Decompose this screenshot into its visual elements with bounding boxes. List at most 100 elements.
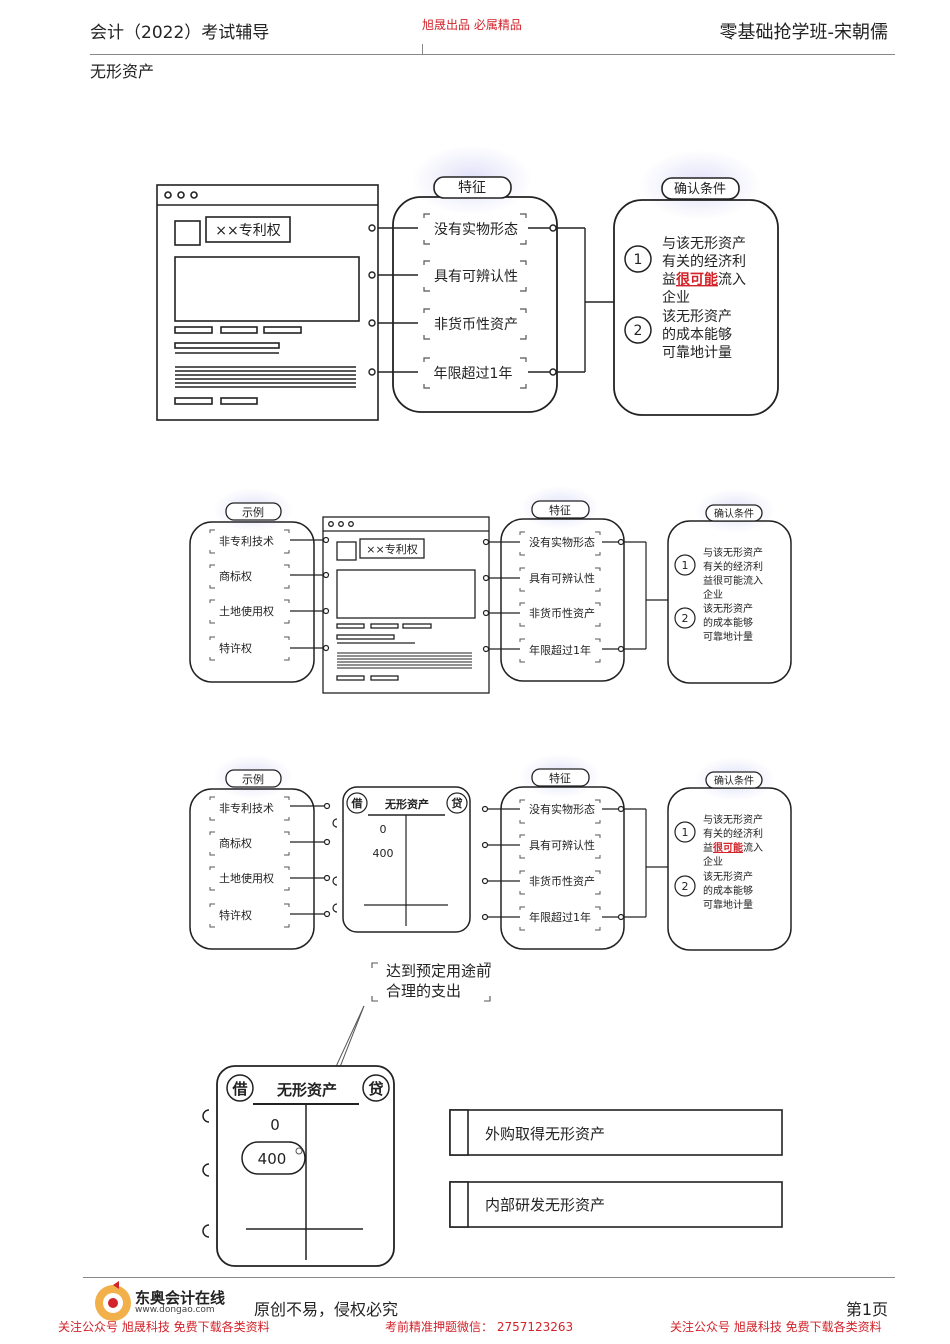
confirm-1-line: 与该无形资产 [703,813,763,826]
footer-promo-center: 考前精准押题微信： 2757123263 [385,1320,574,1334]
feature-to-confirm-connector [528,224,614,376]
number-1-badge [674,821,696,843]
doc-title: ××专利权 [366,542,417,556]
header-course-title: 会计（2022）考试辅导 [90,23,270,43]
feature-item: 年限超过1年 [529,910,591,924]
feature-tab-label: 特征 [549,503,571,517]
feature-item: 年限超过1年 [434,366,513,382]
example-item: 特许权 [219,908,252,922]
feature-item: 具有可辨认性 [529,571,595,585]
header-slogan: 旭晟出品 必属精品 [422,18,522,32]
feature-to-confirm-connector [602,538,668,653]
doc-title: ××专利权 [215,223,280,239]
page-subtitle: 无形资产 [90,62,155,81]
example-to-ledger-connectors [290,802,331,918]
example-item: 非专利技术 [219,534,274,548]
doc-to-feature-connectors [482,538,520,653]
confirm-1-highlight: 很可能 [676,271,718,288]
confirm-tab [705,771,763,789]
feature-item: 年限超过1年 [529,643,591,657]
confirm-2-line: 的成本能够 [703,616,753,629]
example-item: 土地使用权 [219,605,274,618]
confirm-tab-label: 确认条件 [714,774,754,787]
t-value: 0 [380,823,387,836]
t-account-large [202,1065,395,1267]
option-label: 内部研发无形资产 [485,1196,605,1214]
feature-to-confirm-connector [602,805,668,921]
example-tab [225,769,282,788]
confirm-tab-label: 确认条件 [674,181,726,197]
t-credit-label: 贷 [368,1080,383,1098]
confirm-1-prefix: 益 [662,272,676,288]
example-to-doc-connectors [290,536,330,652]
number-2-badge [674,875,696,897]
t-title: 无形资产 [384,797,429,811]
example-tab-label: 示例 [242,772,264,786]
t-value: 0 [270,1116,280,1134]
feature-item: 没有实物形态 [434,222,518,238]
t-title: 无形资产 [276,1081,337,1099]
feature-brackets [519,799,601,931]
feature-tab [531,500,590,519]
feature-item: 没有实物形态 [529,802,595,816]
confirm-2-line: 可靠地计量 [703,898,753,911]
number-2: 2 [682,880,689,893]
header-divider-tick [422,44,423,54]
feature-tab [433,176,512,199]
confirm-2-line: 可靠地计量 [703,630,753,643]
example-box [189,521,315,683]
ledger-to-feature-connectors [481,805,520,921]
note-line: 合理的支出 [386,982,461,1000]
logo-url: www.dongao.com [135,1305,215,1315]
confirm-1-suffix: 流入 [743,841,763,854]
confirm-1-line: 有关的经济利 [703,827,763,840]
option-label: 外购取得无形资产 [485,1125,605,1143]
number-1: 1 [634,252,643,268]
confirm-tab [661,177,740,200]
confirm-1-highlight: 很可能 [712,841,743,854]
diagram-1: ××专利权 特征 没有实物形态 具有可辨认性 非货币性资产 年限超过1年 [156,145,779,421]
t-value: 400 [373,847,394,860]
confirm-box [667,787,792,951]
feature-item: 非货币性资产 [529,606,595,620]
feature-tab [531,768,590,787]
confirm-box [613,199,779,416]
number-1: 1 [682,826,689,839]
confirm-1-suffix: 流入 [718,272,746,288]
feature-item: 具有可辨认性 [434,269,518,285]
confirm-1-line: 有关的经济利 [703,560,763,573]
doc-to-feature-connectors [368,224,418,376]
confirm-2-line: 该无形资产 [662,309,732,325]
t-debit-label: 借 [351,796,363,810]
note-line: 达到预定用途前 [386,962,491,980]
option-bar-research [449,1181,783,1228]
confirm-2-line: 的成本能够 [662,327,732,343]
note-brackets [371,962,491,1002]
number-1-badge [624,245,652,273]
patent-document-window-small [322,516,490,694]
example-brackets [209,529,290,661]
example-tab-label: 示例 [242,505,264,519]
t-value-highlighted: 400 [258,1150,287,1168]
document-hatch-block [175,366,356,388]
number-2-badge [624,316,652,344]
confirm-1-prefix: 益 [703,841,713,854]
feature-box [500,786,625,950]
confirm-2-line: 可靠地计量 [662,345,732,361]
footer-page-number: 第1页 [845,1300,888,1319]
footer-promo-right: 关注公众号 旭晟科技 免费下载各类资料 [670,1320,882,1334]
number-1-badge [674,554,696,576]
confirm-2-line: 该无形资产 [703,870,753,883]
header-class-name: 零基础抢学班-宋朝儒 [719,22,889,43]
footer-divider [83,1277,895,1278]
confirm-1-line: 企业 [703,588,723,601]
feature-item: 具有可辨认性 [529,838,595,852]
feature-tab-label: 特征 [549,771,571,785]
header-divider [90,54,895,55]
confirm-tab-label: 确认条件 [714,507,754,520]
example-item: 商标权 [219,836,252,850]
dongao-logo-icon [95,1281,131,1321]
confirm-1-line: 与该无形资产 [662,236,746,252]
example-item: 土地使用权 [219,872,274,885]
feature-brackets [423,213,527,389]
